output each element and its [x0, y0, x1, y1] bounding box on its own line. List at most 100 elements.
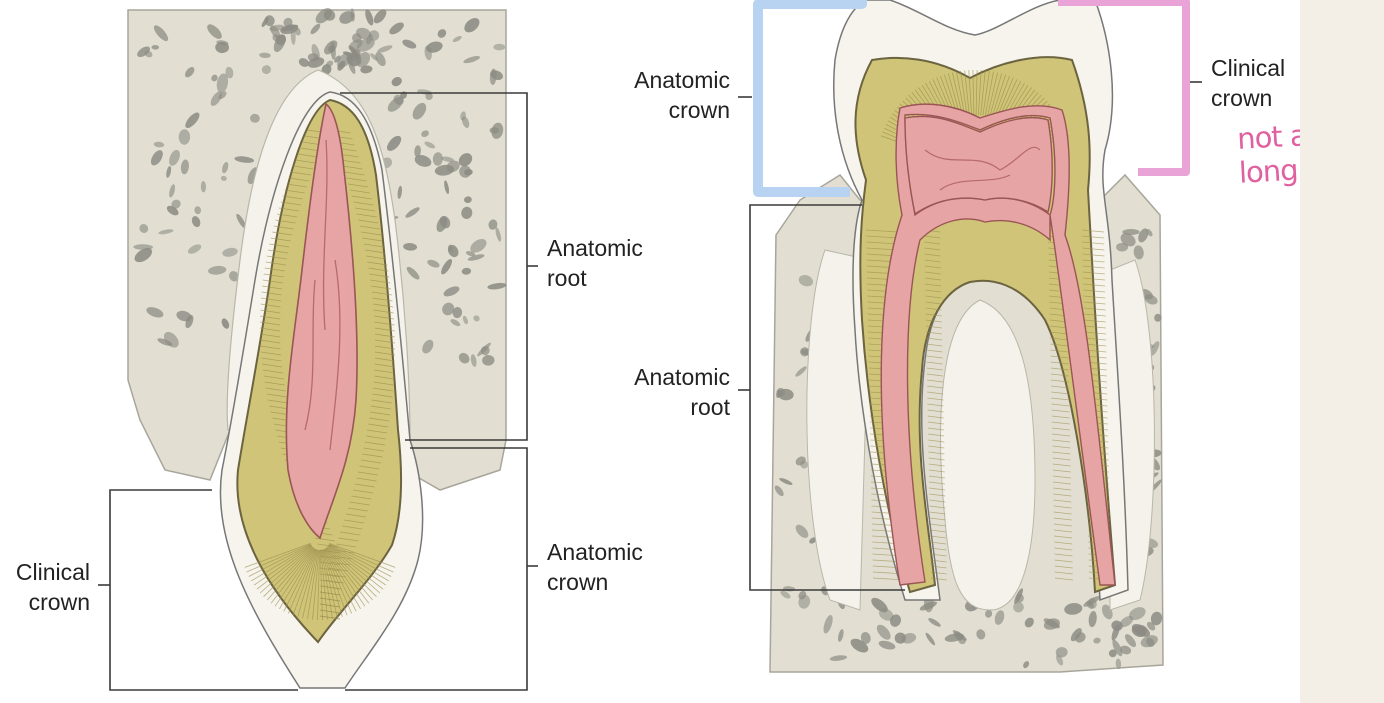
bone-trabecula — [1024, 617, 1034, 628]
dentin-tubule — [924, 247, 941, 251]
bone-trabecula — [444, 180, 450, 195]
bone-trabecula — [176, 310, 192, 322]
dentin-tubule — [360, 459, 381, 464]
bone-trabecula — [222, 247, 238, 257]
dentin-tubule — [926, 343, 943, 347]
dentin-tubule — [374, 339, 396, 344]
dentin-tubule — [924, 253, 941, 257]
dentin-tubule — [371, 291, 392, 296]
dentin-tubule — [354, 483, 375, 488]
bone-trabecula — [327, 45, 335, 53]
dentin-tubule — [924, 235, 941, 239]
dentin-tubule — [1052, 475, 1071, 479]
dentin-tubule — [293, 165, 314, 170]
dentin-tubule — [302, 549, 319, 619]
dentin-tubule — [321, 549, 338, 619]
dentin-tubule — [374, 345, 396, 350]
dentin-tubule — [925, 313, 942, 317]
dentin-tubule — [359, 465, 380, 470]
bone-trabecula — [191, 216, 201, 228]
dentin-tubule — [928, 469, 945, 473]
bone-trabecula — [163, 331, 179, 348]
bone-trabecula — [412, 102, 427, 120]
dentin-tubule — [321, 585, 342, 590]
dentin-tubule — [314, 537, 336, 542]
dentin-tubule — [1053, 517, 1072, 521]
dentin-tubule — [275, 219, 296, 224]
dentin-tubule — [1083, 325, 1106, 329]
dentin-tubule — [929, 499, 946, 503]
dentin-tubule — [251, 544, 312, 582]
dentin-tubule — [1083, 301, 1106, 305]
dentin-tubule — [319, 597, 341, 602]
dentin-tubule — [1051, 421, 1070, 425]
bone-trabecula — [171, 199, 181, 209]
bone-trabecula — [878, 608, 894, 621]
bone-trabecula — [798, 594, 811, 609]
dentin-tubule — [1082, 241, 1105, 245]
dentin-tubule — [929, 523, 946, 527]
dentin-tubule — [1053, 523, 1072, 527]
dentin-tubule — [248, 544, 312, 577]
dentin-tubule — [284, 189, 305, 194]
dentin-tubule — [975, 69, 978, 116]
bone-trabecula — [829, 655, 848, 661]
dentin-tubule — [371, 399, 392, 404]
dentin-tubule — [928, 439, 945, 443]
bone-trabecula — [373, 9, 387, 24]
dentin-tubule — [928, 451, 945, 455]
bone-trabecula — [776, 387, 786, 397]
bone-trabecula — [925, 632, 936, 646]
dentin-tubule — [930, 535, 947, 539]
bone-trabecula — [1070, 628, 1082, 642]
dentin-tubule — [279, 548, 316, 610]
bone-trabecula — [837, 629, 844, 642]
dentin-tubule — [924, 271, 941, 275]
bone-trabecula — [432, 152, 443, 166]
dentin-tubule — [929, 511, 946, 515]
dentin-tubule — [328, 544, 389, 582]
dentin-tubule — [346, 177, 367, 182]
dentin-tubule — [1052, 451, 1071, 455]
bone-trabecula — [264, 15, 275, 27]
bone-trabecula — [310, 23, 321, 35]
dentin-tubule — [1054, 553, 1073, 557]
dentin-tubule — [930, 553, 947, 557]
bone-trabecula — [146, 307, 164, 318]
bone-trabecula — [443, 286, 460, 297]
dentin-tubule — [1050, 337, 1069, 341]
bone-trabecula — [495, 227, 502, 242]
dentin-tubule — [324, 548, 361, 610]
dentin-tubule — [924, 259, 941, 263]
bone-trabecula — [1128, 607, 1146, 621]
dentin-tubule — [260, 315, 281, 320]
dentin-tubule — [297, 549, 318, 617]
dentin-tubule — [260, 345, 281, 350]
dentin-tubule — [929, 517, 946, 521]
bone-trabecula — [1120, 233, 1136, 247]
dentin-tubule — [319, 549, 323, 621]
dentin-tubule — [323, 549, 348, 616]
dentin-tubule — [1052, 439, 1071, 443]
bone-trabecula — [208, 265, 227, 275]
dentin-tubule — [374, 327, 395, 332]
dentin-tubule — [319, 579, 341, 584]
dentin-tubule — [926, 379, 944, 383]
bone-trabecula — [928, 618, 941, 627]
dentin-tubule — [259, 321, 281, 326]
dentin-tubule — [323, 579, 344, 584]
dentin-tubule — [325, 573, 346, 578]
dentin-tubule — [278, 207, 299, 212]
dentin-tubule — [1049, 325, 1068, 329]
dentin-tubule — [349, 501, 370, 506]
dentin-tubule — [256, 545, 313, 590]
dentin-tubule — [865, 229, 899, 233]
dentin-tubule — [1082, 271, 1105, 275]
bone-trabecula — [470, 239, 487, 253]
dentin-tubule — [1082, 265, 1105, 269]
dentin-tubule — [928, 445, 945, 449]
